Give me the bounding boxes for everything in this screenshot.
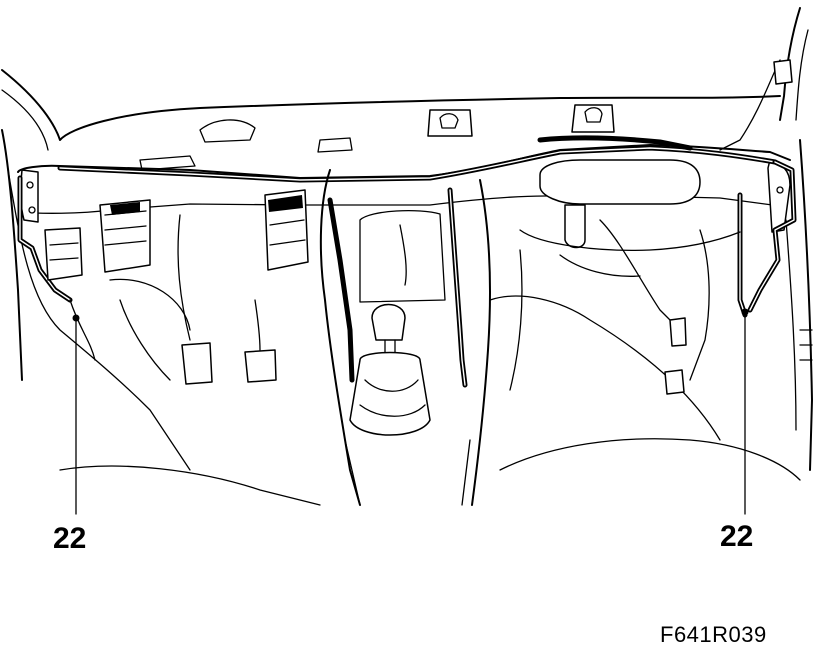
floor-and-seats [59, 278, 801, 506]
left-connector-blocks [44, 189, 309, 281]
callout-label-right: 22 [720, 520, 754, 553]
hvac-housing [519, 159, 741, 277]
callout-leaders [72, 308, 749, 515]
figure-code: F641R039 [660, 622, 767, 647]
center-console [319, 169, 491, 506]
callout-label-left: 22 [53, 522, 87, 555]
pedal-assembly [119, 214, 277, 385]
loose-wires [69, 59, 793, 395]
dash-top-details [139, 104, 615, 171]
windscreen-outline [1, 7, 809, 151]
right-door-panel [785, 139, 813, 471]
